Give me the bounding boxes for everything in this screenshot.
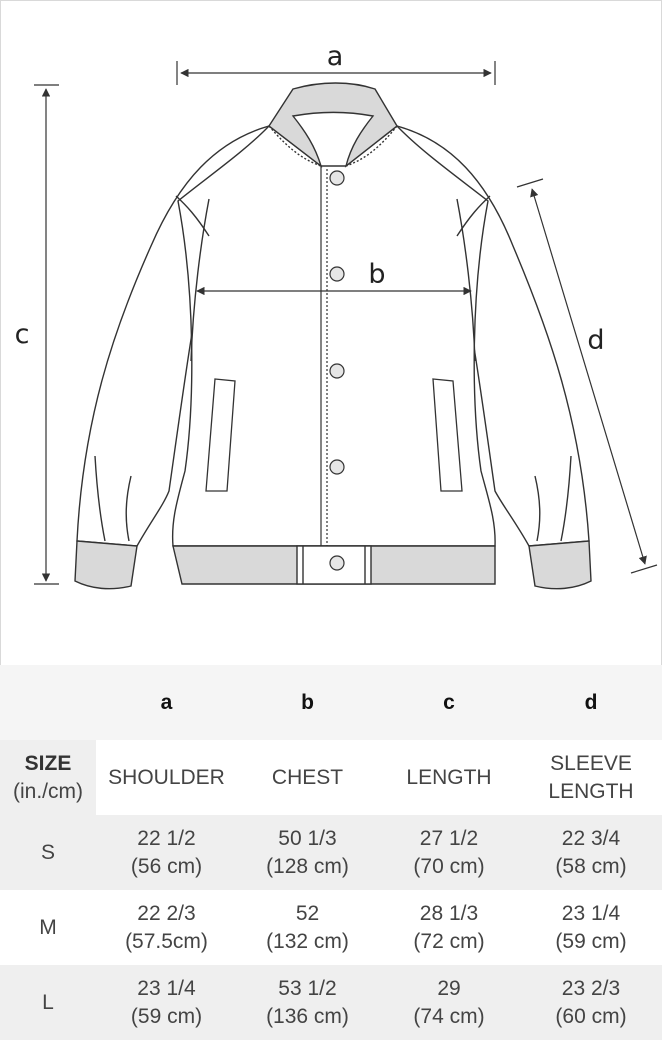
jacket-illustration: a b c d <box>15 41 658 590</box>
value-cell: 22 1/2 (56 cm) <box>130 826 203 878</box>
size-units: (in./cm) <box>13 779 83 803</box>
header-cell-b: b <box>301 690 314 714</box>
jacket-outline <box>76 124 590 547</box>
size-cell: S <box>40 840 55 864</box>
dimension-d-label: d <box>587 325 604 356</box>
size-cell: L <box>42 990 54 1014</box>
dimension-lines <box>34 61 658 585</box>
table-row: M 22 2/3 (57.5cm) 52 (132 cm) 28 1/3 (72… <box>0 890 662 965</box>
pockets <box>205 378 463 492</box>
value-cell: 22 3/4 (58 cm) <box>555 826 627 878</box>
value-cell: 27 1/2 (70 cm) <box>413 826 485 878</box>
header-cell-c: c <box>443 690 455 714</box>
buttons <box>329 170 345 571</box>
value-cell: 23 1/4 (59 cm) <box>130 976 203 1028</box>
dimension-b-label: b <box>368 259 385 290</box>
size-label-cell: SIZE (in./cm) <box>0 740 96 815</box>
size-cell: M <box>39 915 57 939</box>
header-cell-empty <box>0 665 96 740</box>
collar <box>268 82 398 168</box>
value-cell: 28 1/3 (72 cm) <box>413 901 485 953</box>
header-cell-a: a <box>160 690 173 714</box>
value-cell: 29 (74 cm) <box>413 976 485 1028</box>
value-cell: 23 1/4 (59 cm) <box>555 901 627 953</box>
value-cell: 50 1/3 (128 cm) <box>266 826 349 878</box>
value-cell: 23 2/3 (60 cm) <box>555 976 627 1028</box>
value-cell: 22 2/3 (57.5cm) <box>125 901 208 953</box>
size-table: a b c d SIZE (in./cm) SHOULDER CHEST LEN… <box>0 665 662 1040</box>
table-row: S 22 1/2 (56 cm) 50 1/3 (128 cm) 27 1/2 … <box>0 815 662 890</box>
value-cell: 52 (132 cm) <box>266 901 349 953</box>
dimension-d-line <box>530 188 647 565</box>
measure-names-row: SIZE (in./cm) SHOULDER CHEST LENGTH SLEE… <box>0 740 662 815</box>
placket <box>320 166 328 584</box>
dimension-a-label: a <box>327 41 344 72</box>
measure-sleeve-length: SLEEVE LENGTH <box>548 751 634 803</box>
measure-chest: CHEST <box>271 765 344 789</box>
jacket-diagram: a b c d <box>0 0 662 665</box>
header-cell-d: d <box>584 690 598 714</box>
measure-length: LENGTH <box>406 765 492 789</box>
table-header-row: a b c d <box>0 665 662 740</box>
size-title: SIZE <box>24 751 72 775</box>
dimension-c-label: c <box>15 319 30 350</box>
value-cell: 53 1/2 (136 cm) <box>266 976 349 1028</box>
measure-shoulder: SHOULDER <box>108 765 225 789</box>
table-row: L 23 1/4 (59 cm) 53 1/2 (136 cm) 29 (74 … <box>0 965 662 1040</box>
